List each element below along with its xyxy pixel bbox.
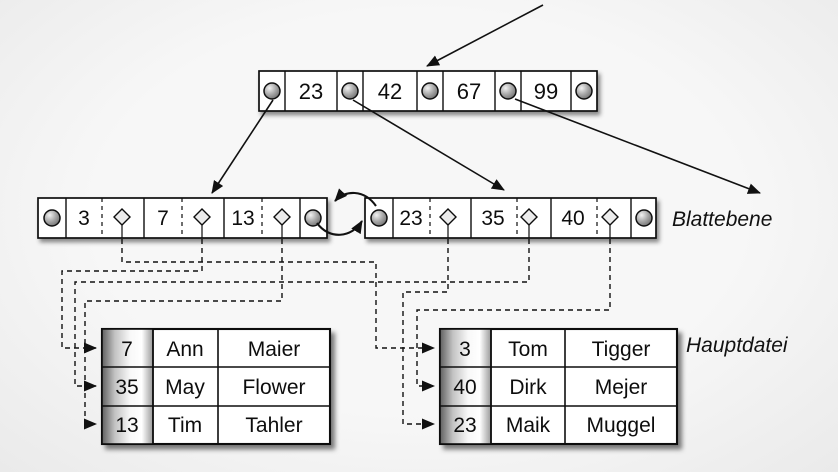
table-cell: Mejer xyxy=(595,376,648,399)
table-cell: May xyxy=(165,376,205,399)
right-leaf-node: 23 35 40 xyxy=(364,197,657,239)
route-key3-to-right-row1 xyxy=(121,239,435,354)
circle-icon xyxy=(341,82,359,100)
table-cell: Maik xyxy=(506,414,551,437)
diamond-icon xyxy=(193,208,211,226)
table-cell: 35 xyxy=(115,376,138,399)
table-cell: Muggel xyxy=(587,414,656,437)
table-cell: Tigger xyxy=(592,338,651,361)
root-key: 23 xyxy=(299,79,323,104)
root-to-offscreen-leaf-arrow xyxy=(514,98,761,194)
root-to-left-leaf-arrow xyxy=(211,99,274,194)
table-cell: 40 xyxy=(453,376,476,399)
table-cell: Tom xyxy=(508,338,548,361)
circle-icon xyxy=(499,82,517,100)
root-key: 67 xyxy=(457,79,481,104)
diamond-icon xyxy=(520,208,538,226)
diamond-icon xyxy=(439,208,457,226)
route-key7-to-left-row1 xyxy=(61,239,203,354)
incoming-root-arrow xyxy=(426,4,544,67)
table-cell: Ann xyxy=(166,338,203,361)
leaf-level-label: Blattebene xyxy=(672,208,772,231)
diamond-icon xyxy=(601,208,619,226)
leaf-key: 13 xyxy=(231,207,254,230)
table-cell: Dirk xyxy=(509,376,547,399)
table-cell: Maier xyxy=(248,338,301,361)
circle-icon xyxy=(575,82,593,100)
circle-icon xyxy=(635,209,653,227)
circle-icon xyxy=(43,209,61,227)
root-node: 23 42 67 99 xyxy=(258,70,598,112)
leaf-key: 23 xyxy=(399,207,422,230)
circle-icon xyxy=(304,209,322,227)
table-cell: Flower xyxy=(242,376,305,399)
main-file-table-left: 7 Ann Maier 35 May Flower 13 Tim Tahler xyxy=(100,327,332,446)
route-key40-to-right-row2 xyxy=(416,239,611,392)
route-key35-to-left-row2 xyxy=(74,239,530,392)
main-file-label: Hauptdatei xyxy=(686,334,789,357)
sibling-link-arrows xyxy=(316,188,377,236)
leaf-key: 40 xyxy=(561,207,584,230)
table-cell: 23 xyxy=(453,414,476,437)
root-to-right-leaf-arrow xyxy=(352,99,505,191)
table-cell: 3 xyxy=(459,338,471,361)
root-key: 99 xyxy=(534,79,558,104)
diamond-icon xyxy=(273,208,291,226)
leaf-key: 3 xyxy=(78,207,90,230)
leaf-key: 35 xyxy=(481,207,504,230)
table-cell: 7 xyxy=(121,338,133,361)
root-key: 42 xyxy=(378,79,402,104)
sibling-link-right-arrow xyxy=(316,220,363,236)
table-key-column xyxy=(101,328,154,445)
left-leaf-node: 3 7 13 xyxy=(37,197,328,239)
root-to-leaf-arrows xyxy=(211,98,761,194)
table-cell: 13 xyxy=(115,414,138,437)
circle-icon xyxy=(263,82,281,100)
table-cell: Tahler xyxy=(245,414,302,437)
main-file-table-right: 3 Tom Tigger 40 Dirk Mejer 23 Maik Mugge… xyxy=(438,327,679,446)
table-cell: Tim xyxy=(168,414,202,437)
leaf-key: 7 xyxy=(157,207,169,230)
diamond-icon xyxy=(113,208,131,226)
circle-icon xyxy=(421,82,439,100)
circle-icon xyxy=(370,209,388,227)
sibling-link-left-arrow xyxy=(334,188,377,207)
record-pointer-routes xyxy=(61,239,611,430)
